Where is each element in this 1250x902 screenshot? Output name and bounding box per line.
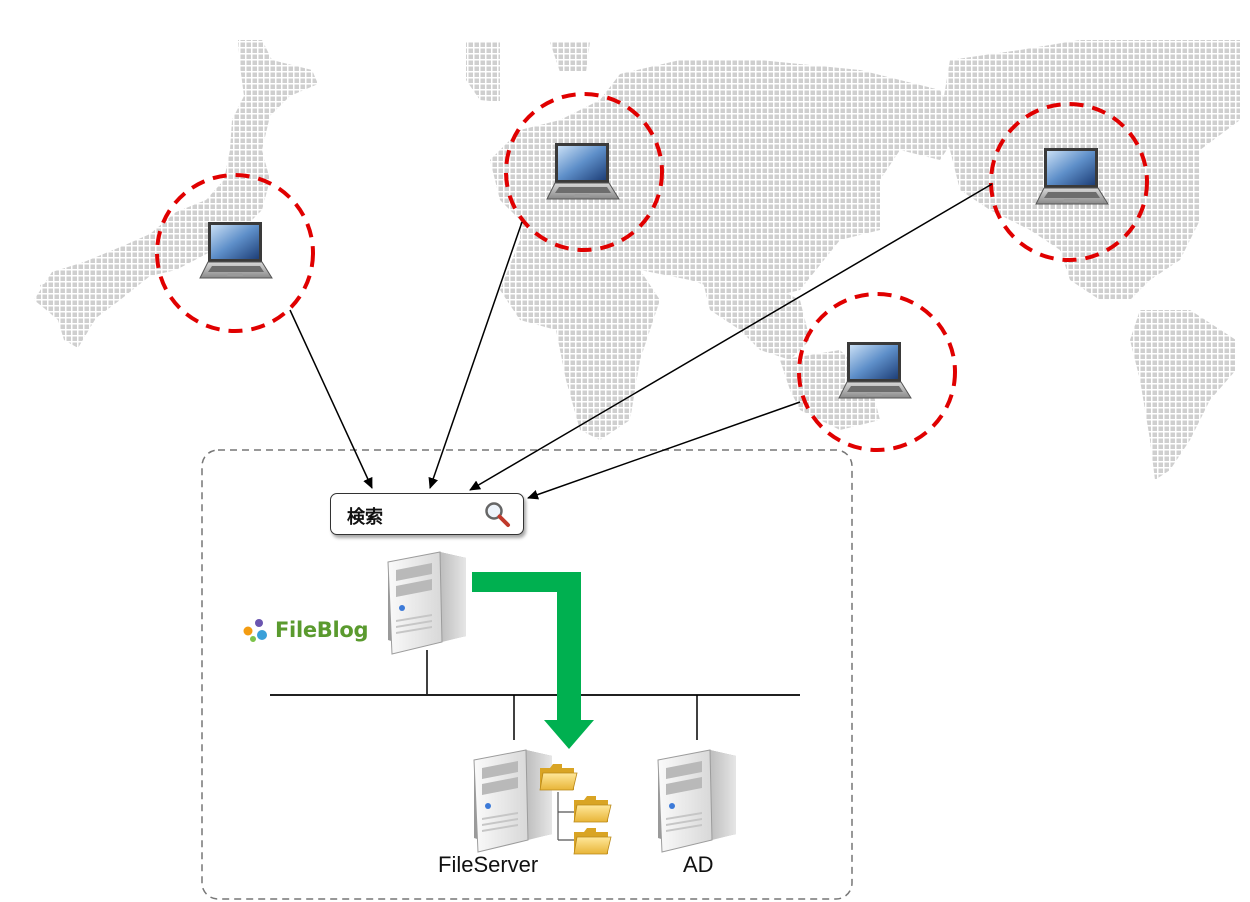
sync-arrow [472,572,594,749]
fileblog-logo-icon [243,619,267,642]
file-server-icon [473,749,553,853]
client-europe [504,92,664,252]
laptop-icon [546,142,620,200]
fileblog-server-icon [387,551,467,655]
client-asia [797,292,957,452]
folder-icon [573,795,612,823]
laptop-icon [1035,147,1109,205]
system-boundary [201,449,853,900]
fileblog-logo: FileBlog [243,616,369,644]
fileblog-logo-text: FileBlog [275,618,369,642]
location-ring [504,92,664,252]
ad-server-label: AD [683,852,714,877]
arrow-north-america [469,183,993,491]
japan-map [34,40,318,348]
access-arrows [289,183,993,500]
folder-icon [573,827,612,855]
search-label: 検索 [347,507,383,528]
magnifier-icon[interactable] [483,500,511,528]
location-ring [155,173,315,333]
laptop-icon [199,221,273,279]
client-north-america [989,102,1149,262]
arrow-asia [527,401,801,500]
file-server-label: FileServer [438,852,539,877]
search-box[interactable]: 検索 [330,493,524,535]
ad-server-icon [657,749,737,853]
arrow-japan [289,309,373,489]
folder-tree [539,763,612,855]
client-japan [155,173,315,333]
location-ring [989,102,1149,262]
laptop-icon [838,341,912,399]
location-ring [797,292,957,452]
arrow-europe [428,221,523,489]
world-map [466,40,1240,480]
